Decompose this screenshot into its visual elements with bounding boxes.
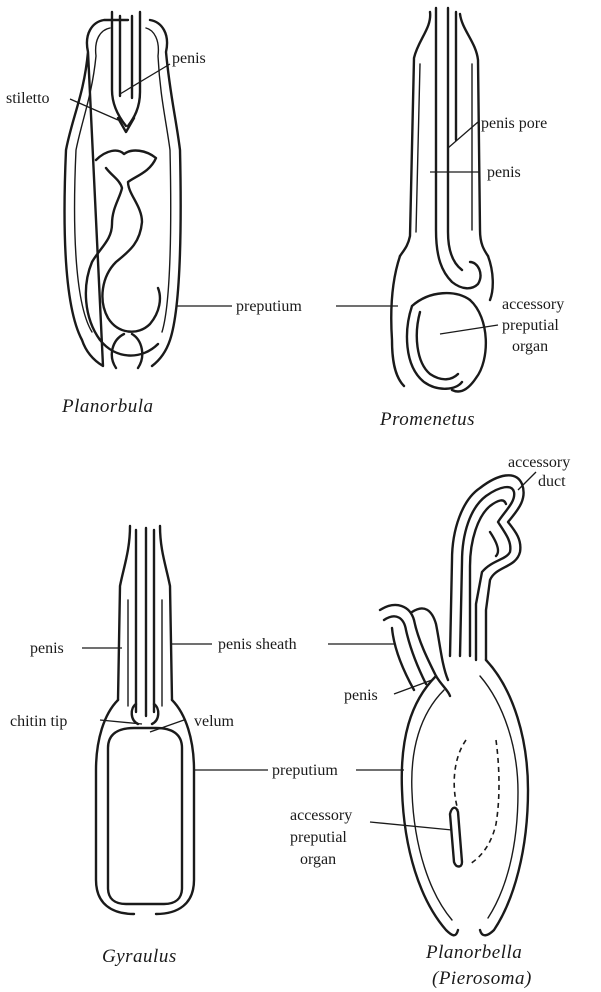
gyraulus-preputium-label: preputium xyxy=(272,762,338,779)
planorbella-caption-sub: (Pierosoma) xyxy=(432,968,532,989)
planorbula-penis xyxy=(112,12,140,126)
gyraulus-caption: Gyraulus xyxy=(102,946,177,967)
promenetus-penis-label: penis xyxy=(487,164,521,181)
promenetus-accessory-leader xyxy=(440,325,498,334)
promenetus-accessory-label-2: preputial xyxy=(502,317,559,334)
planorbula-inner-duct xyxy=(86,151,160,356)
planorbula-stiletto-label: stiletto xyxy=(6,90,50,107)
planorbella-accessory-duct-label-1: accessory xyxy=(508,454,570,471)
planorbella-preputium xyxy=(402,660,528,935)
planorbella-accessory-organ-label-1: accessory xyxy=(290,807,352,824)
planorbella-figure xyxy=(380,475,528,935)
planorbella-accessory-organ-label-3: organ xyxy=(300,851,336,868)
gyraulus-penis-sheath-label: penis sheath xyxy=(218,636,297,653)
promenetus-accessory-label-3: organ xyxy=(512,338,548,355)
gyraulus-figure xyxy=(96,526,194,914)
gyraulus-penis xyxy=(136,528,154,716)
planorbella-caption: Planorbella xyxy=(425,942,522,963)
planorbula-figure xyxy=(65,12,181,368)
planorbella-accessory-organ-leader xyxy=(370,822,452,830)
gyraulus-velum-label: velum xyxy=(194,713,235,730)
promenetus-penis-pore-label: penis pore xyxy=(481,115,547,132)
promenetus-accessory-label-1: accessory xyxy=(502,296,564,313)
gyraulus-penis-label: penis xyxy=(30,640,64,657)
planorbula-preputium-wall xyxy=(65,20,181,366)
planorbella-preputium-inner xyxy=(412,676,518,920)
promenetus-penis xyxy=(436,8,480,288)
promenetus-sheath-inner xyxy=(416,64,472,232)
promenetus-preputium xyxy=(391,256,493,392)
planorbella-accessory-duct-label-2: duct xyxy=(538,473,566,490)
planorbella-accessory-organ-label-2: preputial xyxy=(290,829,347,846)
gyraulus-inner-cavity xyxy=(108,728,182,904)
planorbella-accessory-duct xyxy=(450,475,524,660)
planorbula-penis-label: penis xyxy=(172,50,206,67)
promenetus-penis-sheath xyxy=(400,12,488,256)
planorbula-caption: Planorbula xyxy=(61,396,154,417)
planorbella-penis-label: penis xyxy=(344,687,378,704)
gyraulus-preputium xyxy=(96,700,194,914)
preputium-label-top: preputium xyxy=(236,298,302,315)
planorbella-penis xyxy=(380,605,450,696)
promenetus-accessory-organ xyxy=(407,293,470,389)
planorbula-penis-leader xyxy=(120,64,170,94)
gyraulus-chitin-tip-label: chitin tip xyxy=(10,713,67,730)
promenetus-caption: Promenetus xyxy=(379,409,475,430)
promenetus-penis-pore-leader xyxy=(448,122,478,148)
planorbula-basal-lobes xyxy=(112,334,142,368)
planorbella-accessory-organ xyxy=(450,808,462,867)
